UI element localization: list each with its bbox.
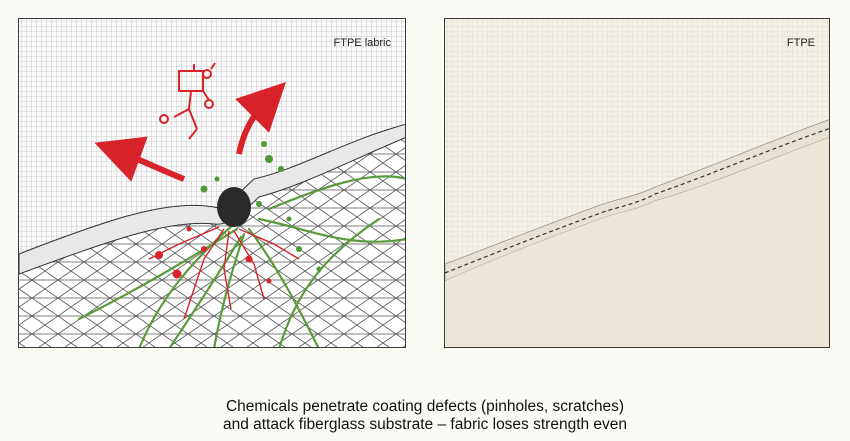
caption-line-1: Chemicals penetrate coating defects (pin… [225,398,625,415]
caption-line-2: and attack fiberglass substrate – fabric… [222,416,628,433]
intact-fabric-illustration [445,19,829,347]
fabric-side-face [445,137,829,347]
chemical-molecule-icon [159,62,216,140]
intact-fabric-panel: FTPE [444,18,830,348]
coating-edge-band [19,124,405,275]
fiberglass-substrate [19,137,405,347]
red-droplets [155,226,272,284]
damaged-fabric-illustration [19,19,405,347]
panel-label-intact: FTPE [786,37,815,49]
seam-stitch-line [445,128,829,274]
attack-arrow-left [94,136,186,182]
red-cracks [148,226,300,320]
pinhole-defect [217,187,251,227]
fabric-top-surface [445,19,829,264]
green-fibers [77,175,405,347]
attack-arrow-up [235,82,286,155]
damaged-fabric-panel: FTPE labric [18,18,406,348]
panel-label-damaged: FTPE labric [333,37,391,49]
figure-caption: Chemicals penetrate coating defects (pin… [0,398,850,434]
coating-surface [19,19,405,254]
